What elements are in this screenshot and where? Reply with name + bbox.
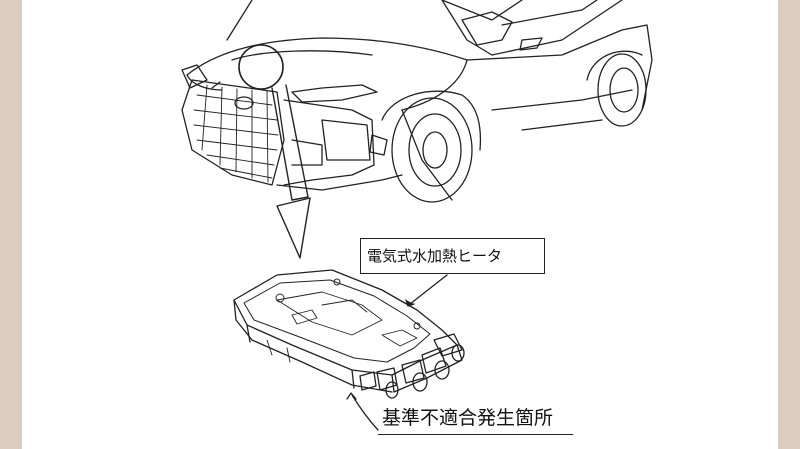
car-illustration [181,0,653,203]
defect-leader-arrow [346,392,379,431]
location-circle [238,44,284,90]
heater-label: 電気式水加熱ヒータ [360,238,545,274]
heater-leader-arrow [405,274,448,307]
heater-unit [233,269,465,399]
pointer-arrow [271,84,311,259]
defect-location-label: 基準不適合発生箇所 [378,405,574,435]
diagram-art [181,0,653,431]
diagram-canvas: 電気式水加熱ヒータ 基準不適合発生箇所 [22,0,778,449]
